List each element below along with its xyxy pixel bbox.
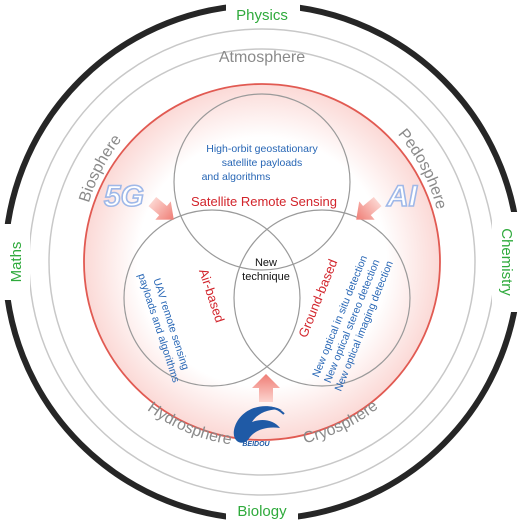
biology-label: Biology	[237, 503, 287, 520]
arrow-from-5g	[148, 196, 174, 220]
maths-label: Maths	[8, 242, 25, 283]
satellite-desc-line-2: satellite payloads	[222, 157, 303, 169]
venn-top-circle	[173, 93, 351, 271]
5g-label: 5G	[104, 180, 144, 213]
inner-red-circle	[83, 83, 441, 441]
venn-left-circle	[123, 209, 301, 387]
chemistry-label: Chemistry	[498, 228, 515, 296]
satellite-title: Satellite Remote Sensing	[191, 194, 337, 209]
beidou-logo-text: BEIDOU	[242, 441, 270, 448]
arrow-from-beidou	[252, 374, 280, 402]
physics-label: Physics	[236, 7, 288, 24]
atmosphere-label: Atmosphere	[219, 49, 305, 66]
satellite-desc-line-3: and algorithms	[202, 171, 271, 183]
center-line-2: technique	[242, 271, 290, 283]
venn-right-circle	[233, 209, 411, 387]
beidou-logo: BEIDOU	[233, 406, 285, 448]
arrow-from-ai	[356, 196, 382, 220]
ai-label: AI	[386, 180, 418, 213]
center-line-1: New	[255, 257, 277, 269]
satellite-desc-line-1: High-orbit geostationary	[206, 143, 318, 155]
